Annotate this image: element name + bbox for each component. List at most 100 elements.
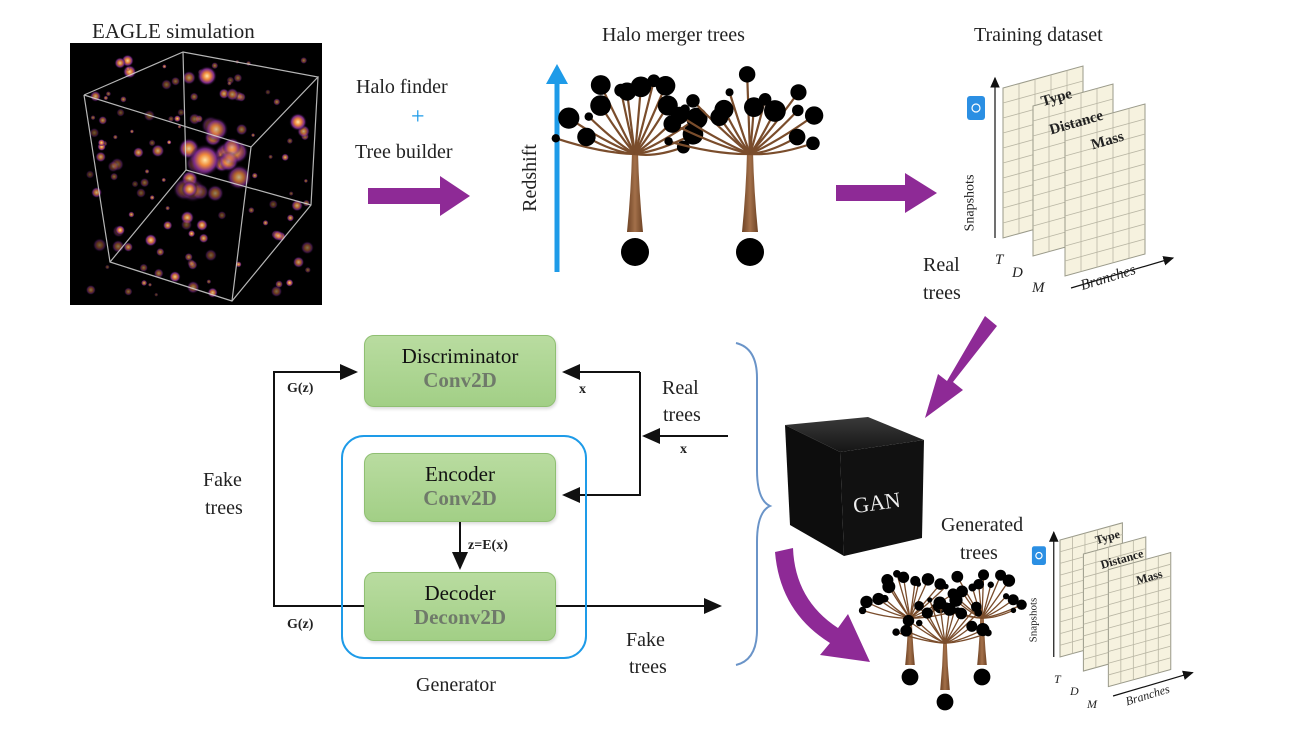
halo-node [927,597,933,603]
halo-node [743,97,764,118]
halo-node [790,84,807,101]
gen-axis-letter-t: T [1054,672,1061,686]
real-trees-net-line1: Real [662,377,699,399]
halo-node [655,75,676,96]
halo-node [1002,574,1016,587]
gen-axis-letter-d: D [1070,684,1079,698]
gz-top-label: G(z) [287,381,314,396]
halo-node [973,578,985,590]
encoder-name: Encoder [425,462,495,486]
halo-node [686,94,700,108]
real-trees-to-gan-arrow [925,316,997,418]
axis-letter-m: M [1032,280,1045,296]
discriminator-name: Discriminator [401,344,519,368]
tree-branch [728,91,752,155]
halo-node [725,88,734,97]
halo-node [872,592,885,606]
branches-axis [1112,670,1194,697]
encoder-layer: Conv2D [423,486,497,510]
tree-branch [918,622,946,644]
gen-axis-letter-m: M [1087,697,1097,711]
halo-node [1007,594,1019,606]
root-halo-node [936,693,954,711]
halo-node [951,570,964,583]
halo-node [1002,593,1010,600]
merger-trees-title: Halo merger trees [602,24,745,46]
halo-node [630,76,652,98]
halo-node [902,614,915,627]
decoder-box: Decoder Deconv2D [364,572,556,641]
discriminator-box: Discriminator Conv2D [364,335,556,407]
halo-node [934,578,947,590]
halo-node [966,620,978,632]
halo-node [738,66,756,83]
tree-branch [944,612,979,644]
halo-node [1016,599,1027,610]
fake-trees-right-line2: trees [629,656,667,678]
halo-node [858,606,867,615]
axis-letter-d: D [1012,265,1023,281]
fake-trees-left-line2: trees [205,497,243,519]
decoder-layer: Deconv2D [413,605,507,629]
generator-group-border [341,435,587,659]
root-halo-node [621,238,649,266]
plus-sign: + [411,104,425,130]
halo-node [806,136,820,151]
halo-node [584,112,594,121]
halo-node [949,593,963,607]
halo-node [900,624,912,637]
decoder-name: Decoder [424,581,496,605]
halo-node [955,607,968,620]
halo-node [664,137,673,146]
z-encoding-label: z=E(x) [468,538,508,553]
halo-node [951,608,957,614]
gan-black-box [785,417,924,556]
tree-branch [981,609,1014,619]
halo-node [978,569,990,581]
generated-trees-line2: trees [960,542,998,564]
tree-branch [668,140,751,156]
halo-node [897,571,910,583]
root-halo-node [973,668,991,686]
eagle-simulation-image [70,43,322,305]
halo-node [915,619,923,627]
tree-trunk [742,152,758,232]
halo-node [788,128,806,146]
halo-merger-trees-illustration [551,66,824,266]
discriminator-layer: Conv2D [423,368,497,392]
camera-icon [1031,546,1046,565]
halo-node [881,574,894,587]
curly-brace [735,342,773,666]
encoder-box: Encoder Conv2D [364,453,556,522]
axis-letter-t: T [995,252,1004,268]
halo-node [577,127,596,147]
halo-node [914,601,924,611]
real-trees-net-line2: trees [663,404,701,426]
halo-node [670,106,689,125]
process-arrow-2 [836,173,937,213]
halo-node [1010,607,1017,614]
real-trees-top-line2: trees [923,282,961,304]
halo-node [943,583,949,590]
halo-node [956,585,968,598]
redshift-axis-arrow [546,64,568,272]
camera-icon [967,96,985,120]
tree-branch [929,599,946,644]
tree-branch [749,91,800,155]
halo-node [915,581,922,587]
simulation-title: EAGLE simulation [92,19,255,43]
halo-node [804,106,824,125]
tree-trunk [627,152,643,232]
halo-node [590,95,611,116]
tree-branch [588,115,636,155]
halo-node [764,100,786,122]
x-discriminator-label: x [579,382,586,397]
training-dataset-title: Training dataset [974,24,1103,46]
snapshots-axis-label: Snapshots [962,174,978,232]
halo-node [792,104,804,117]
fake-trees-right-line1: Fake [626,629,665,651]
generated-trees-line1: Generated [941,514,1024,536]
real-trees-top-line1: Real [923,254,960,276]
root-halo-node [901,668,919,686]
tree-trunk [940,642,950,690]
